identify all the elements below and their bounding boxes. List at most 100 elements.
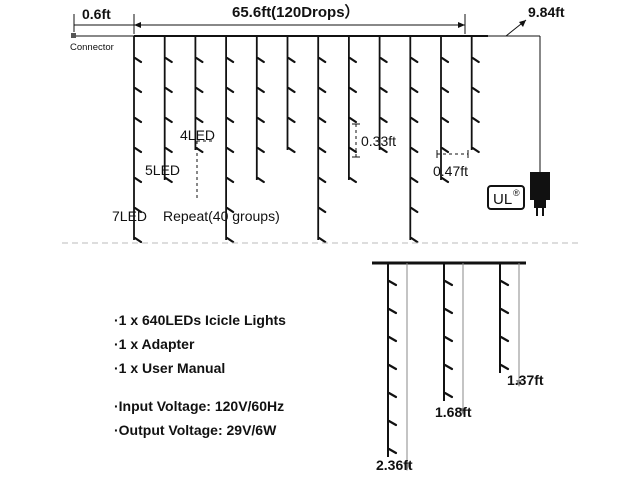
drop-length-diagram: 2.36ft 1.68ft 1.37ft [372, 261, 544, 473]
led-bulb [133, 56, 143, 64]
led-bulb [348, 56, 357, 64]
led-bulb [348, 176, 357, 184]
connector-plug [71, 33, 76, 38]
led-bulb [287, 116, 296, 124]
led-bulb [443, 391, 454, 399]
spec-output-voltage: ·Output Voltage: 29V/6W [114, 422, 277, 438]
led-bulb [440, 176, 450, 184]
led-bulb [256, 86, 265, 94]
led-bulb [226, 236, 235, 244]
led-bulb [471, 116, 480, 124]
label-7led: 7LED [112, 208, 147, 224]
connector-label: Connector [70, 42, 114, 53]
ul-registered-mark: ® [513, 188, 520, 198]
led-bulb [387, 419, 398, 427]
led-bulb [287, 56, 296, 64]
led-bulb [226, 116, 235, 124]
led-bulb [133, 116, 143, 124]
led-bulb [226, 86, 235, 94]
led-bulb [348, 86, 357, 94]
led-bulb [499, 363, 510, 371]
led-bulb [499, 279, 510, 287]
led-bulb [226, 206, 235, 214]
drop-spacing-label: 0.47ft [433, 163, 468, 179]
led-bulb [443, 363, 454, 371]
drop-length-label: 1.37ft [507, 372, 544, 388]
led-bulb [387, 335, 398, 343]
led-bulb [318, 236, 327, 244]
led-bulb [379, 56, 388, 64]
cord-length-pointer-head [519, 20, 526, 27]
led-bulb [499, 307, 510, 315]
led-bulb [318, 86, 327, 94]
label-5led: 5LED [145, 162, 180, 178]
led-bulb [256, 116, 265, 124]
led-bulb [379, 86, 388, 94]
led-bulb [318, 116, 327, 124]
top-drops [133, 36, 480, 244]
led-bulb [226, 56, 235, 64]
led-bulb [410, 56, 419, 64]
led-bulb [318, 206, 327, 214]
led-bulb [256, 176, 265, 184]
led-bulb [133, 146, 143, 154]
led-bulb [195, 116, 204, 124]
total-length-label: 65.6ft(120Drops） [232, 3, 360, 21]
ul-mark-frame [487, 185, 525, 210]
led-bulb [379, 116, 388, 124]
led-bulb [499, 335, 510, 343]
led-bulb [133, 206, 143, 214]
led-bulb [164, 116, 173, 124]
led-bulb [440, 146, 450, 154]
drop-detail-group [387, 263, 522, 471]
package-item: ·1 x User Manual [114, 360, 225, 376]
led-bulb [443, 307, 454, 315]
led-bulb [133, 236, 143, 244]
led-bulb [133, 176, 143, 184]
led-bulb [387, 307, 398, 315]
lead-length-label: 0.6ft [82, 6, 111, 22]
led-bulb [226, 176, 235, 184]
total-arrow-left [134, 22, 141, 28]
led-spacing-label: 0.33ft [361, 133, 396, 149]
led-bulb [256, 146, 265, 154]
cord-length-label: 9.84ft [528, 4, 565, 20]
adapter-body [530, 172, 550, 200]
led-bulb [379, 146, 388, 154]
led-bulb [443, 279, 454, 287]
led-bulb [440, 116, 450, 124]
package-item: ·1 x Adapter [114, 336, 195, 352]
led-bulb [410, 176, 419, 184]
ul-mark-text: UL [493, 191, 512, 208]
led-bulb [164, 146, 173, 154]
drop-length-arrowhead [460, 408, 466, 415]
led-bulb [318, 146, 327, 154]
led-bulb [164, 86, 173, 94]
led-bulb [226, 146, 235, 154]
label-4led: 4LED [180, 127, 215, 143]
ul-certification-mark: UL ® [487, 185, 525, 210]
led-bulb [164, 56, 173, 64]
led-bulb [443, 335, 454, 343]
led-bulb [410, 236, 419, 244]
package-item: ·1 x 640LEDs Icicle Lights [114, 312, 286, 328]
led-bulb [387, 363, 398, 371]
total-arrow-right [458, 22, 465, 28]
drop-length-label: 2.36ft [376, 457, 413, 473]
drop-length-arrowhead [404, 464, 410, 471]
led-bulb [387, 447, 398, 455]
led-bulb [410, 86, 419, 94]
led-bulb [195, 86, 204, 94]
led-bulb [164, 176, 173, 184]
led-bulb [410, 206, 419, 214]
led-bulb [471, 56, 480, 64]
led-bulb [348, 116, 357, 124]
led-bulb [287, 86, 296, 94]
adapter-neck [534, 200, 546, 208]
drop-length-label: 1.68ft [435, 404, 472, 420]
led-bulb [256, 56, 265, 64]
led-bulb [318, 176, 327, 184]
led-bulb [410, 146, 419, 154]
led-bulb [471, 146, 480, 154]
